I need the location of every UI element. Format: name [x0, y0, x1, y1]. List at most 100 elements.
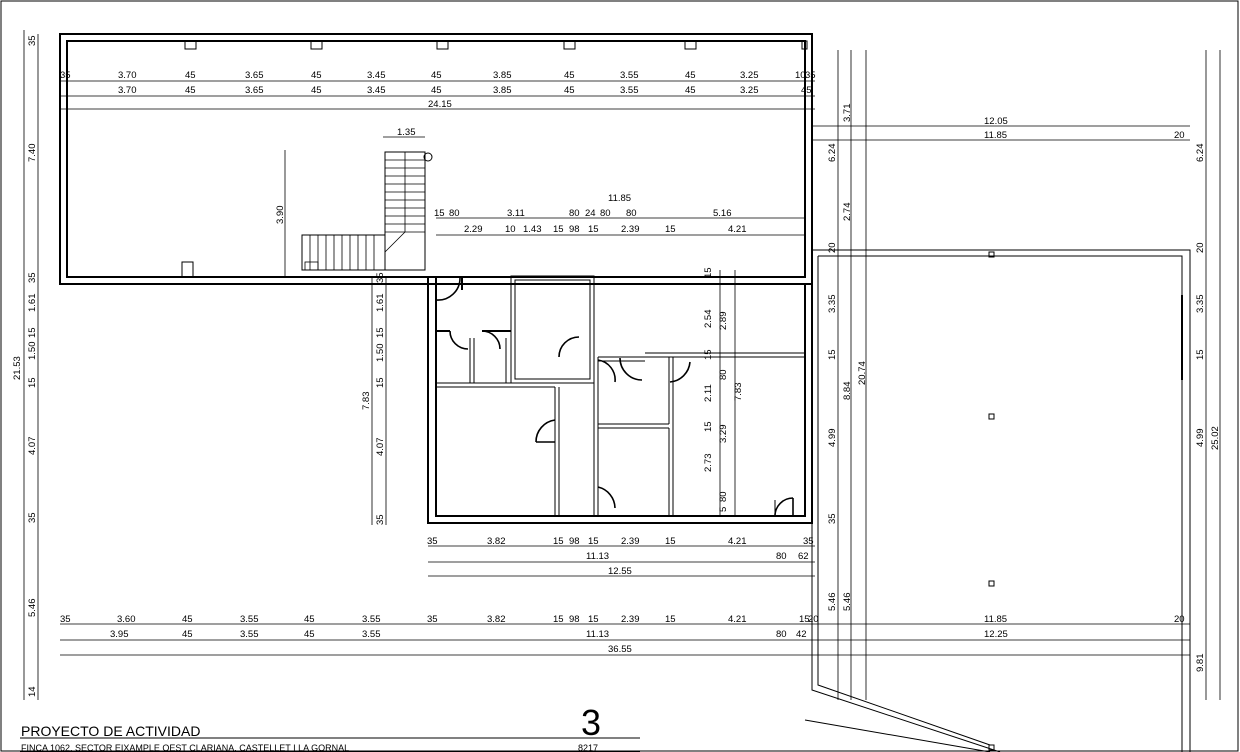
dim-base2-3: 3.55: [240, 629, 259, 640]
dim-base-16: 20: [808, 614, 819, 625]
dim-east-7: 4.99: [827, 429, 838, 448]
east-plot-outline: [804, 165, 1191, 752]
dim-mid2-8: 15: [665, 224, 676, 235]
dimensions-base: 35 3.60 45 3.55 45 3.55 35 3.82 15 98 15…: [60, 614, 819, 655]
dim-east-8: 35: [827, 513, 838, 524]
doors: [435, 277, 794, 517]
dim-top-5: 45: [311, 70, 322, 81]
dim-top-2: 3.70: [118, 70, 137, 81]
dim-base-extra-1: 80: [776, 629, 787, 640]
dim-top-total: 24.15: [428, 99, 452, 110]
dim-mid2-7: 2.39: [621, 224, 640, 235]
staircase: [301, 151, 433, 271]
dim-rr-4: 2.11: [703, 384, 714, 402]
dim-top2-9: 3.55: [620, 85, 639, 96]
dim-top-1: 35: [60, 70, 71, 81]
dim-rr-6: 2.73: [703, 454, 714, 473]
dim-left-total: 21.53: [12, 356, 23, 380]
dim-east-total-3: 5.46: [842, 593, 853, 612]
project-address: FINCA 1062, SECTOR EIXAMPLE OEST CLARIAN…: [21, 743, 349, 752]
dim-rr2-1: 2.89: [718, 312, 729, 331]
dim-top-9: 45: [564, 70, 575, 81]
dim-east-6: 15: [827, 349, 838, 360]
dim-base-8: 3.82: [487, 614, 506, 625]
dim-top-12: 3.25: [740, 70, 759, 81]
dim-left-10: 5.46: [27, 599, 38, 618]
dim-left-9: 35: [27, 512, 38, 523]
dim-base-13: 15: [665, 614, 676, 625]
dim-top-13: 10: [795, 70, 806, 81]
dim-rb-2: 20: [1174, 614, 1185, 625]
dim-east-2: 6.24: [827, 144, 838, 163]
dim-east-3: 2.74: [842, 203, 853, 222]
dim-left-8: 4.07: [27, 437, 38, 456]
dimensions-stair: 1.35 3.90: [275, 127, 416, 224]
dim-base2-2: 45: [182, 629, 193, 640]
dim-top-4: 3.65: [245, 70, 264, 81]
dim-rt-1: 12.05: [984, 116, 1008, 127]
dim-ab-4: 98: [569, 536, 580, 547]
dim-inner-total: 7.83: [361, 392, 372, 411]
dimensions-top: 35 3.70 45 3.65 45 3.45 45 3.85 45 3.55 …: [60, 70, 816, 110]
dim-base-2: 3.60: [117, 614, 136, 625]
dim-ab-extra-1: 80: [776, 551, 787, 562]
dim-top2-6: 45: [431, 85, 442, 96]
dim-base-12: 2.39: [621, 614, 640, 625]
dim-left-4: 1.61: [27, 294, 38, 313]
dimensions-inner-left: 35 1.61 15 1.50 15 4.07 35 7.83: [361, 272, 386, 525]
dimensions-left: 35 7.40 35 1.61 15 1.50 15 4.07 35 5.46 …: [12, 35, 38, 697]
dim-east-total-2: 20.74: [857, 361, 868, 385]
dim-top-8: 3.85: [493, 70, 512, 81]
dim-rs-1: 20: [1195, 242, 1206, 253]
sheet-number: 3: [581, 702, 601, 743]
dim-mid-5: 24: [585, 208, 596, 219]
dim-ab-2: 3.82: [487, 536, 506, 547]
dim-ab-9: 35: [803, 536, 814, 547]
dim-ab-total-2: 12.55: [608, 566, 632, 577]
dim-base-total: 36.55: [608, 644, 632, 655]
dim-mid-8: 5.16: [713, 208, 732, 219]
dim-rt-4: 6.24: [1195, 144, 1206, 163]
dim-top2-5: 3.45: [367, 85, 386, 96]
dim-mid-2: 80: [449, 208, 460, 219]
dim-inner-3: 15: [375, 327, 386, 338]
dim-mid2-9: 4.21: [728, 224, 747, 235]
dim-inner-5: 15: [375, 377, 386, 388]
dim-ab-8: 4.21: [728, 536, 747, 547]
dimensions-annex-bottom: 35 3.82 15 98 15 2.39 15 4.21 35 11.13 8…: [427, 536, 814, 577]
dim-east-4: 20: [827, 242, 838, 253]
dim-ab-7: 15: [665, 536, 676, 547]
drawing-code: 8217: [578, 743, 598, 752]
dim-mid2-2: 10: [505, 224, 516, 235]
dim-rr2-3: 3.29: [718, 425, 729, 444]
dim-base2-5: 3.55: [362, 629, 381, 640]
dim-rs-5: 25.02: [1210, 426, 1221, 450]
dim-rr-3: 15: [703, 349, 714, 360]
dim-top-14: 35: [805, 70, 816, 81]
dim-top2-2: 45: [185, 85, 196, 96]
dim-mid2-1: 2.29: [464, 224, 483, 235]
dim-base-sub-total: 11.13: [586, 629, 609, 640]
dim-east-9: 5.46: [827, 593, 838, 612]
dim-top2-10: 45: [685, 85, 696, 96]
dim-ab-6: 2.39: [621, 536, 640, 547]
dim-top2-1: 3.70: [118, 85, 137, 96]
dim-mid2-3: 1.43: [523, 224, 542, 235]
dim-east-total-1: 8.84: [842, 382, 853, 401]
dimension-lines: [23, 30, 1221, 700]
dim-top-10: 3.55: [620, 70, 639, 81]
interior-partitions: [436, 275, 805, 516]
dim-top-7: 45: [431, 70, 442, 81]
dimensions-right: 12.05 11.85 20 6.24 20 3.35 15 4.99 25.0…: [984, 116, 1221, 672]
dim-top2-11: 3.25: [740, 85, 759, 96]
dim-top2-8: 45: [564, 85, 575, 96]
dim-rr-2: 2.54: [703, 310, 714, 329]
dim-rs-2: 3.35: [1195, 295, 1206, 314]
project-title: PROYECTO DE ACTIVIDAD: [21, 723, 200, 739]
dimensions-east: 3.71 6.24 2.74 20 3.35 15 4.99 35 5.46 8…: [827, 104, 868, 612]
dim-stair-height: 3.90: [275, 206, 286, 225]
dim-left-3: 35: [27, 272, 38, 283]
dim-base-4: 3.55: [240, 614, 259, 625]
title-block: PROYECTO DE ACTIVIDAD FINCA 1062, SECTOR…: [20, 702, 640, 752]
